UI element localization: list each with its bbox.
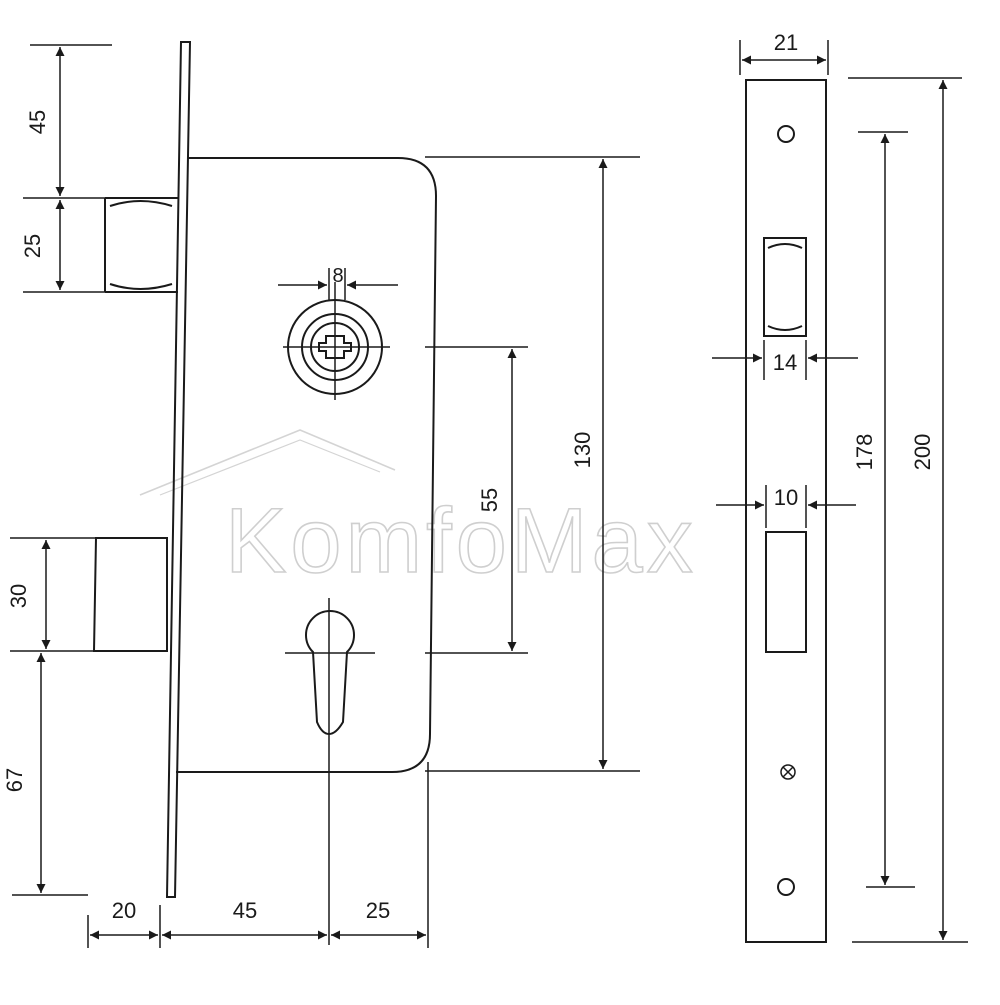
faceplate-width-dimension (739, 40, 829, 75)
dim-bolt-slot: 10 (774, 485, 798, 510)
dim-backset: 45 (233, 898, 257, 923)
right-dimension-lines (425, 156, 640, 772)
dim-top-offset: 45 (25, 110, 50, 134)
top-screw-hole (777, 125, 795, 143)
lock-case (176, 157, 438, 773)
faceplate-length-dimension (848, 77, 968, 943)
dead-bolt (92, 537, 168, 652)
spindle-width-dimension (278, 268, 398, 300)
dim-case-height: 130 (570, 432, 595, 469)
dim-latch-height: 25 (20, 234, 45, 258)
dim-backset-faceplate: 20 (112, 898, 136, 923)
faceplate-front-view: 21 14 10 178 200 (712, 30, 968, 943)
latch-slot (763, 237, 807, 337)
dim-spindle-width: 8 (332, 265, 343, 287)
lock-body-view: 45 25 30 67 20 45 25 8 (2, 41, 640, 948)
watermark-roof-icon (139, 429, 396, 496)
left-dimension-lines (10, 44, 112, 896)
bottom-dimension-lines (87, 762, 429, 948)
spindle-hub (283, 282, 390, 400)
faceplate-front (745, 79, 827, 943)
dim-center-distance: 55 (477, 488, 502, 512)
dim-faceplate-width: 21 (774, 30, 798, 55)
dim-screw-spacing: 178 (852, 434, 877, 471)
watermark: KomfoMax (139, 429, 697, 593)
dim-latch-slot: 14 (773, 350, 797, 375)
bolt-slot (765, 531, 807, 653)
faceplate-side (165, 41, 192, 898)
center-screw-icon (780, 764, 796, 780)
dim-faceplate-length: 200 (910, 434, 935, 471)
dim-bolt-height: 30 (6, 584, 31, 608)
latch-slot-dimension (712, 340, 858, 380)
bottom-screw-hole (777, 878, 795, 896)
latch-bolt (104, 197, 178, 293)
bolt-slot-dimension (716, 485, 856, 528)
cylinder-hole (285, 598, 375, 945)
watermark-text: KomfoMax (225, 490, 697, 592)
dim-case-edge: 25 (366, 898, 390, 923)
spindle-cross-icon (318, 335, 352, 359)
dim-bottom-offset: 67 (2, 768, 27, 792)
screw-spacing-dimension (858, 131, 915, 888)
